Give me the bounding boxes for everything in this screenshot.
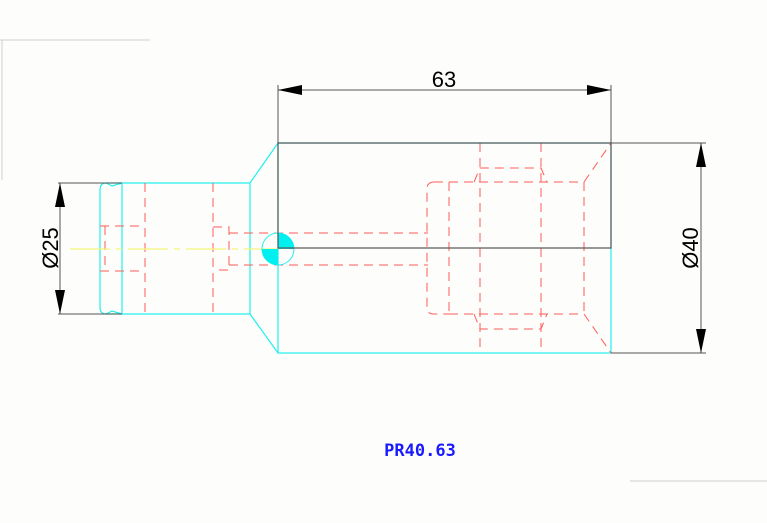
dimension-large-diameter [611,142,706,354]
part-label: PR40.63 [384,441,456,461]
dimension-length-text: 63 [432,67,456,92]
dimension-length [277,85,612,143]
shank-end-detail [105,182,123,315]
dimension-large-diameter-text: Ø40 [678,227,703,269]
dimension-small-diameter [55,182,122,315]
selection-rectangle [277,142,612,249]
viewport-frame [0,39,767,482]
grip-marker[interactable] [261,232,295,266]
dimension-small-diameter-text: Ø25 [38,227,63,269]
